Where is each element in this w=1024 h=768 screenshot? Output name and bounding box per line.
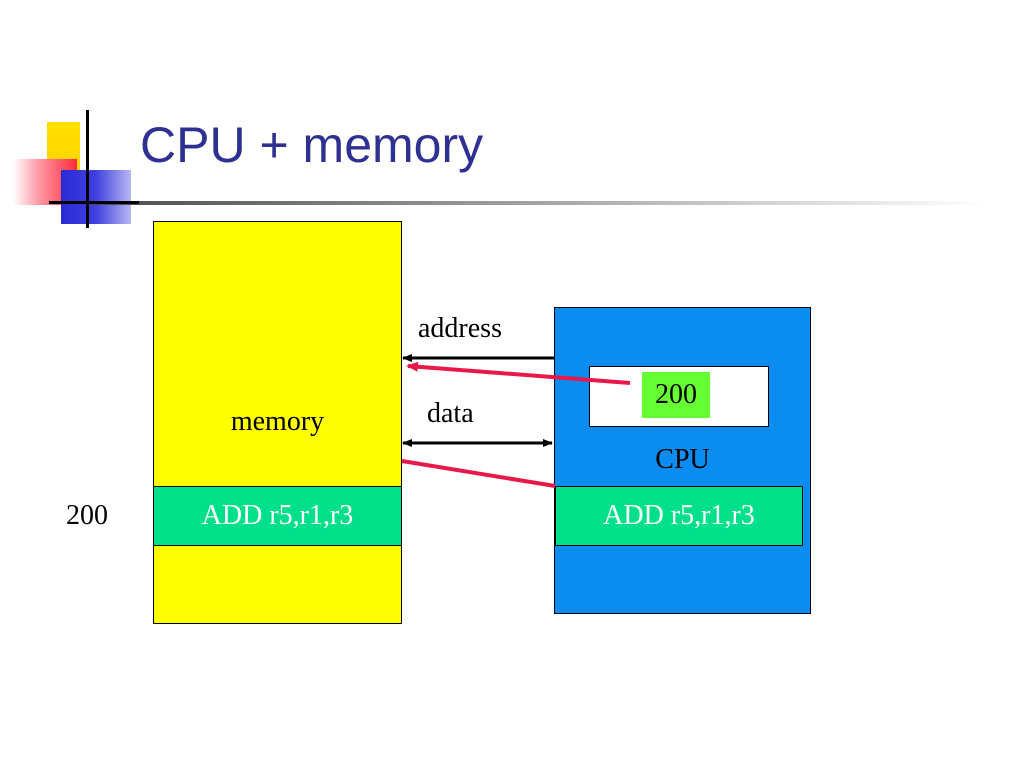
instruction-register: ADD r5,r1,r3: [555, 486, 803, 546]
logo-vertical-line: [86, 110, 89, 228]
cpu-label: CPU: [655, 444, 710, 475]
title-underline: [86, 201, 986, 205]
memory-to-cpu-line: [401, 459, 556, 488]
memory-instruction-cell: ADD r5,r1,r3: [153, 486, 402, 546]
memory-block: [153, 221, 402, 624]
slide-title: CPU + memory: [140, 117, 484, 173]
logo-horizontal-line: [49, 201, 139, 204]
logo-blue-square: [61, 170, 131, 224]
data-bus-label: data: [427, 398, 474, 429]
memory-label: memory: [230, 406, 325, 437]
memory-address-label: 200: [66, 500, 108, 531]
cpu-block: [554, 307, 811, 614]
program-counter-value: 200: [642, 372, 710, 418]
address-bus-label: address: [418, 313, 502, 344]
